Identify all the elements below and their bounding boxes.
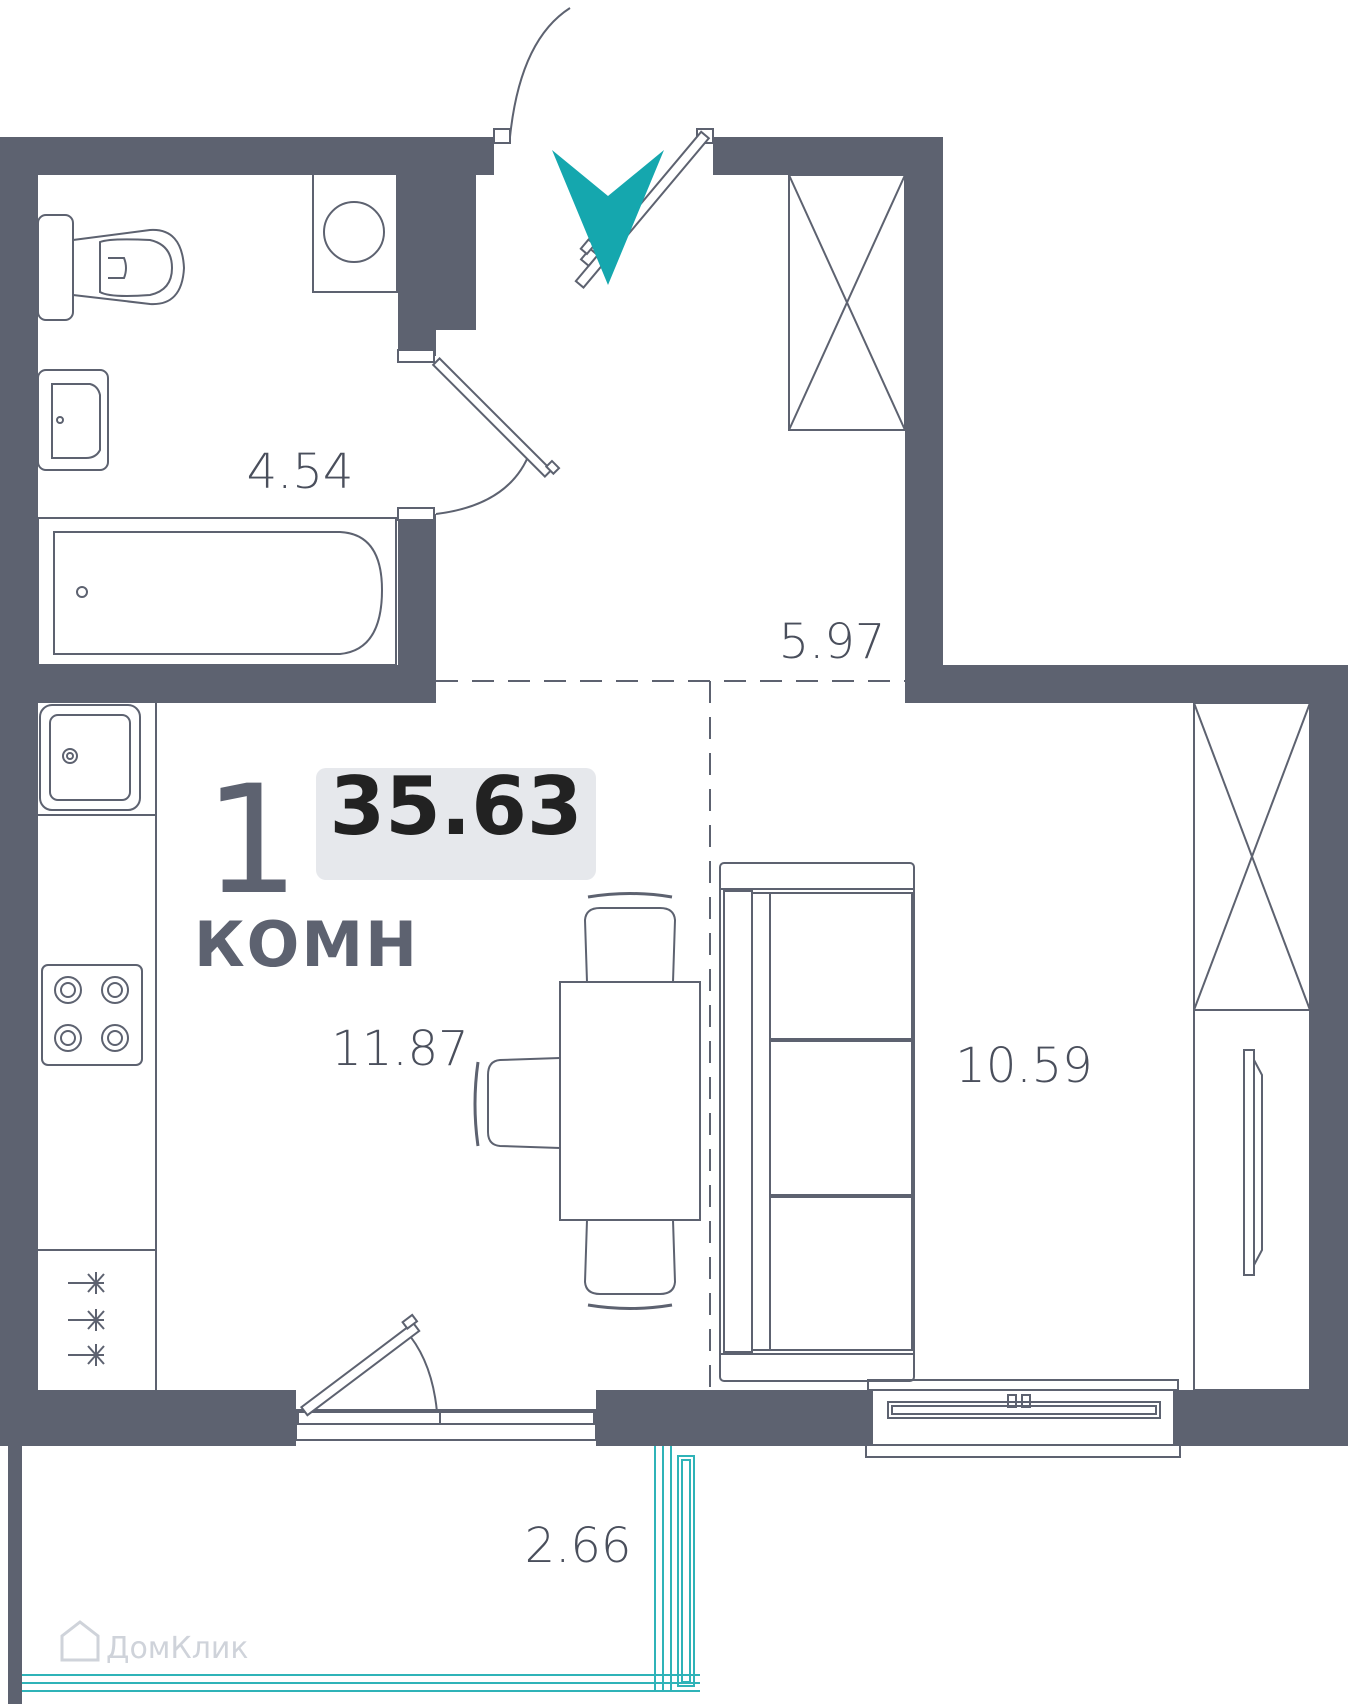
- washbasin: [37, 369, 109, 471]
- kitchen-counter: [38, 703, 157, 1390]
- walls: [0, 137, 1348, 1704]
- dining-table: [473, 892, 701, 1310]
- kitchen-area: 11.87: [331, 1021, 468, 1077]
- kitchen-sink: [39, 704, 141, 811]
- hallway-area: 5.97: [779, 614, 886, 670]
- total-area: 35.63: [329, 760, 582, 853]
- watermark-text: ДомКлик: [106, 1631, 249, 1666]
- bathroom-door: [397, 349, 561, 521]
- rooms-count: 1: [204, 754, 299, 928]
- cooktop: [41, 964, 143, 1066]
- sofa: [719, 862, 915, 1382]
- total-area-badge: [316, 768, 596, 880]
- zone-dividers: [436, 680, 905, 1390]
- washing-machine: [312, 169, 398, 293]
- living-area: 10.59: [955, 1038, 1092, 1094]
- rooms-label: КОМН: [194, 908, 419, 981]
- house-icon: [60, 1620, 100, 1662]
- balcony-area: 2.66: [525, 1518, 632, 1574]
- bathroom-area: 4.54: [247, 444, 354, 500]
- entrance-arrow-icon: [552, 150, 664, 285]
- fridge-icon: [68, 1272, 105, 1366]
- balcony-glazing: [22, 1446, 700, 1692]
- living-window: [865, 1379, 1181, 1458]
- bathtub: [37, 517, 397, 666]
- watermark: ДомКлик: [60, 1620, 249, 1666]
- balcony-door: [295, 1313, 597, 1441]
- living-wardrobe: [1193, 702, 1311, 1391]
- toilet: [37, 214, 186, 321]
- hallway-wardrobe: [788, 174, 906, 431]
